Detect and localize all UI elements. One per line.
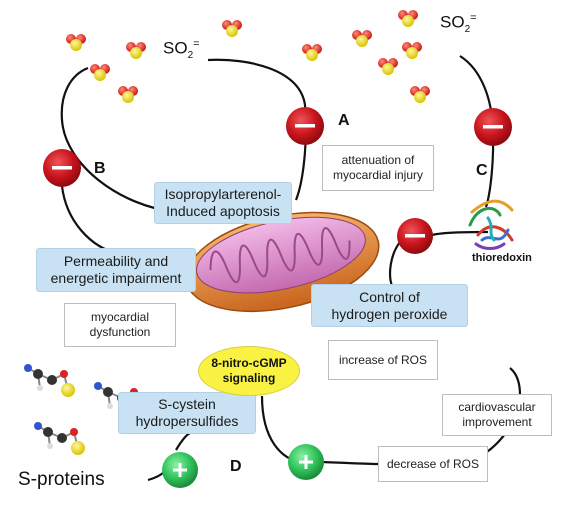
cysteine-molecule-icon (34, 422, 85, 455)
so2-subscript: 2 (187, 50, 194, 62)
so2-molecule-icon (402, 42, 422, 59)
so2-charge: = (193, 38, 200, 50)
dysfunction-box: myocardial dysfunction (64, 303, 176, 347)
so2-molecule-icon (118, 86, 138, 103)
apoptosis-box: Isopropylarterenol- Induced apoptosis (154, 182, 292, 224)
so2-text: SO (440, 12, 465, 32)
line-so2-to-a (207, 58, 307, 201)
inhibit-node-a (286, 107, 324, 145)
thioredoxin-icon (468, 199, 514, 250)
so2-charge: = (470, 12, 477, 24)
hydropersulfides-box: S-cystein hydropersulfides (118, 392, 256, 434)
line-plus-to-hydro (175, 432, 191, 451)
so2-molecule-icon (302, 44, 322, 61)
promote-node-left (162, 452, 198, 488)
line-inhibit-to-peroxide (389, 241, 401, 287)
line-sproteins-to-plus (147, 471, 165, 482)
pathway-letter-d: D (230, 458, 242, 475)
so2-molecule-icon (398, 10, 418, 27)
peroxide-box: Control of hydrogen peroxide (311, 284, 468, 327)
s-proteins-label: S-proteins (18, 469, 105, 490)
so2-label-right: SO2= (440, 12, 477, 35)
inhibit-node-peroxide (397, 218, 433, 254)
inhibit-node-c (474, 108, 512, 146)
so2-molecule-icon (378, 58, 398, 75)
attenuation-box: attenuation of myocardial injury (322, 145, 434, 191)
increase-ros-box: increase of ROS (328, 340, 438, 380)
line-b-to-permeability (60, 185, 121, 256)
so2-text: SO (163, 38, 188, 58)
so2-molecule-icon (222, 20, 242, 37)
inhibit-node-b (43, 149, 81, 187)
line-top-left-loop (60, 66, 177, 214)
so2-molecule-icon (90, 64, 110, 81)
line-plus-to-ros (321, 460, 379, 466)
so2-subscript: 2 (464, 24, 471, 36)
pathway-letter-b: B (94, 160, 106, 177)
s-protein-molecules (24, 364, 145, 455)
permeability-box: Permeability and energetic impairment (36, 248, 196, 292)
cardio-box: cardiovascular improvement (442, 394, 552, 436)
so2-molecule-group (66, 10, 430, 103)
nitro-cgmp-ellipse: 8-nitro-cGMP signaling (198, 346, 300, 396)
pathway-letter-c: C (476, 162, 488, 179)
thioredoxin-label: thioredoxin (472, 252, 532, 264)
so2-label-left: SO2= (163, 38, 200, 61)
so2-molecule-icon (126, 42, 146, 59)
so2-molecule-icon (66, 34, 86, 51)
cysteine-molecule-icon (24, 364, 75, 397)
decrease-ros-box: decrease of ROS (378, 446, 488, 482)
promote-node-right (288, 444, 324, 480)
pathway-letter-a: A (338, 112, 350, 129)
pathway-lines (60, 55, 522, 482)
so2-molecule-icon (352, 30, 372, 47)
so2-molecule-icon (410, 86, 430, 103)
